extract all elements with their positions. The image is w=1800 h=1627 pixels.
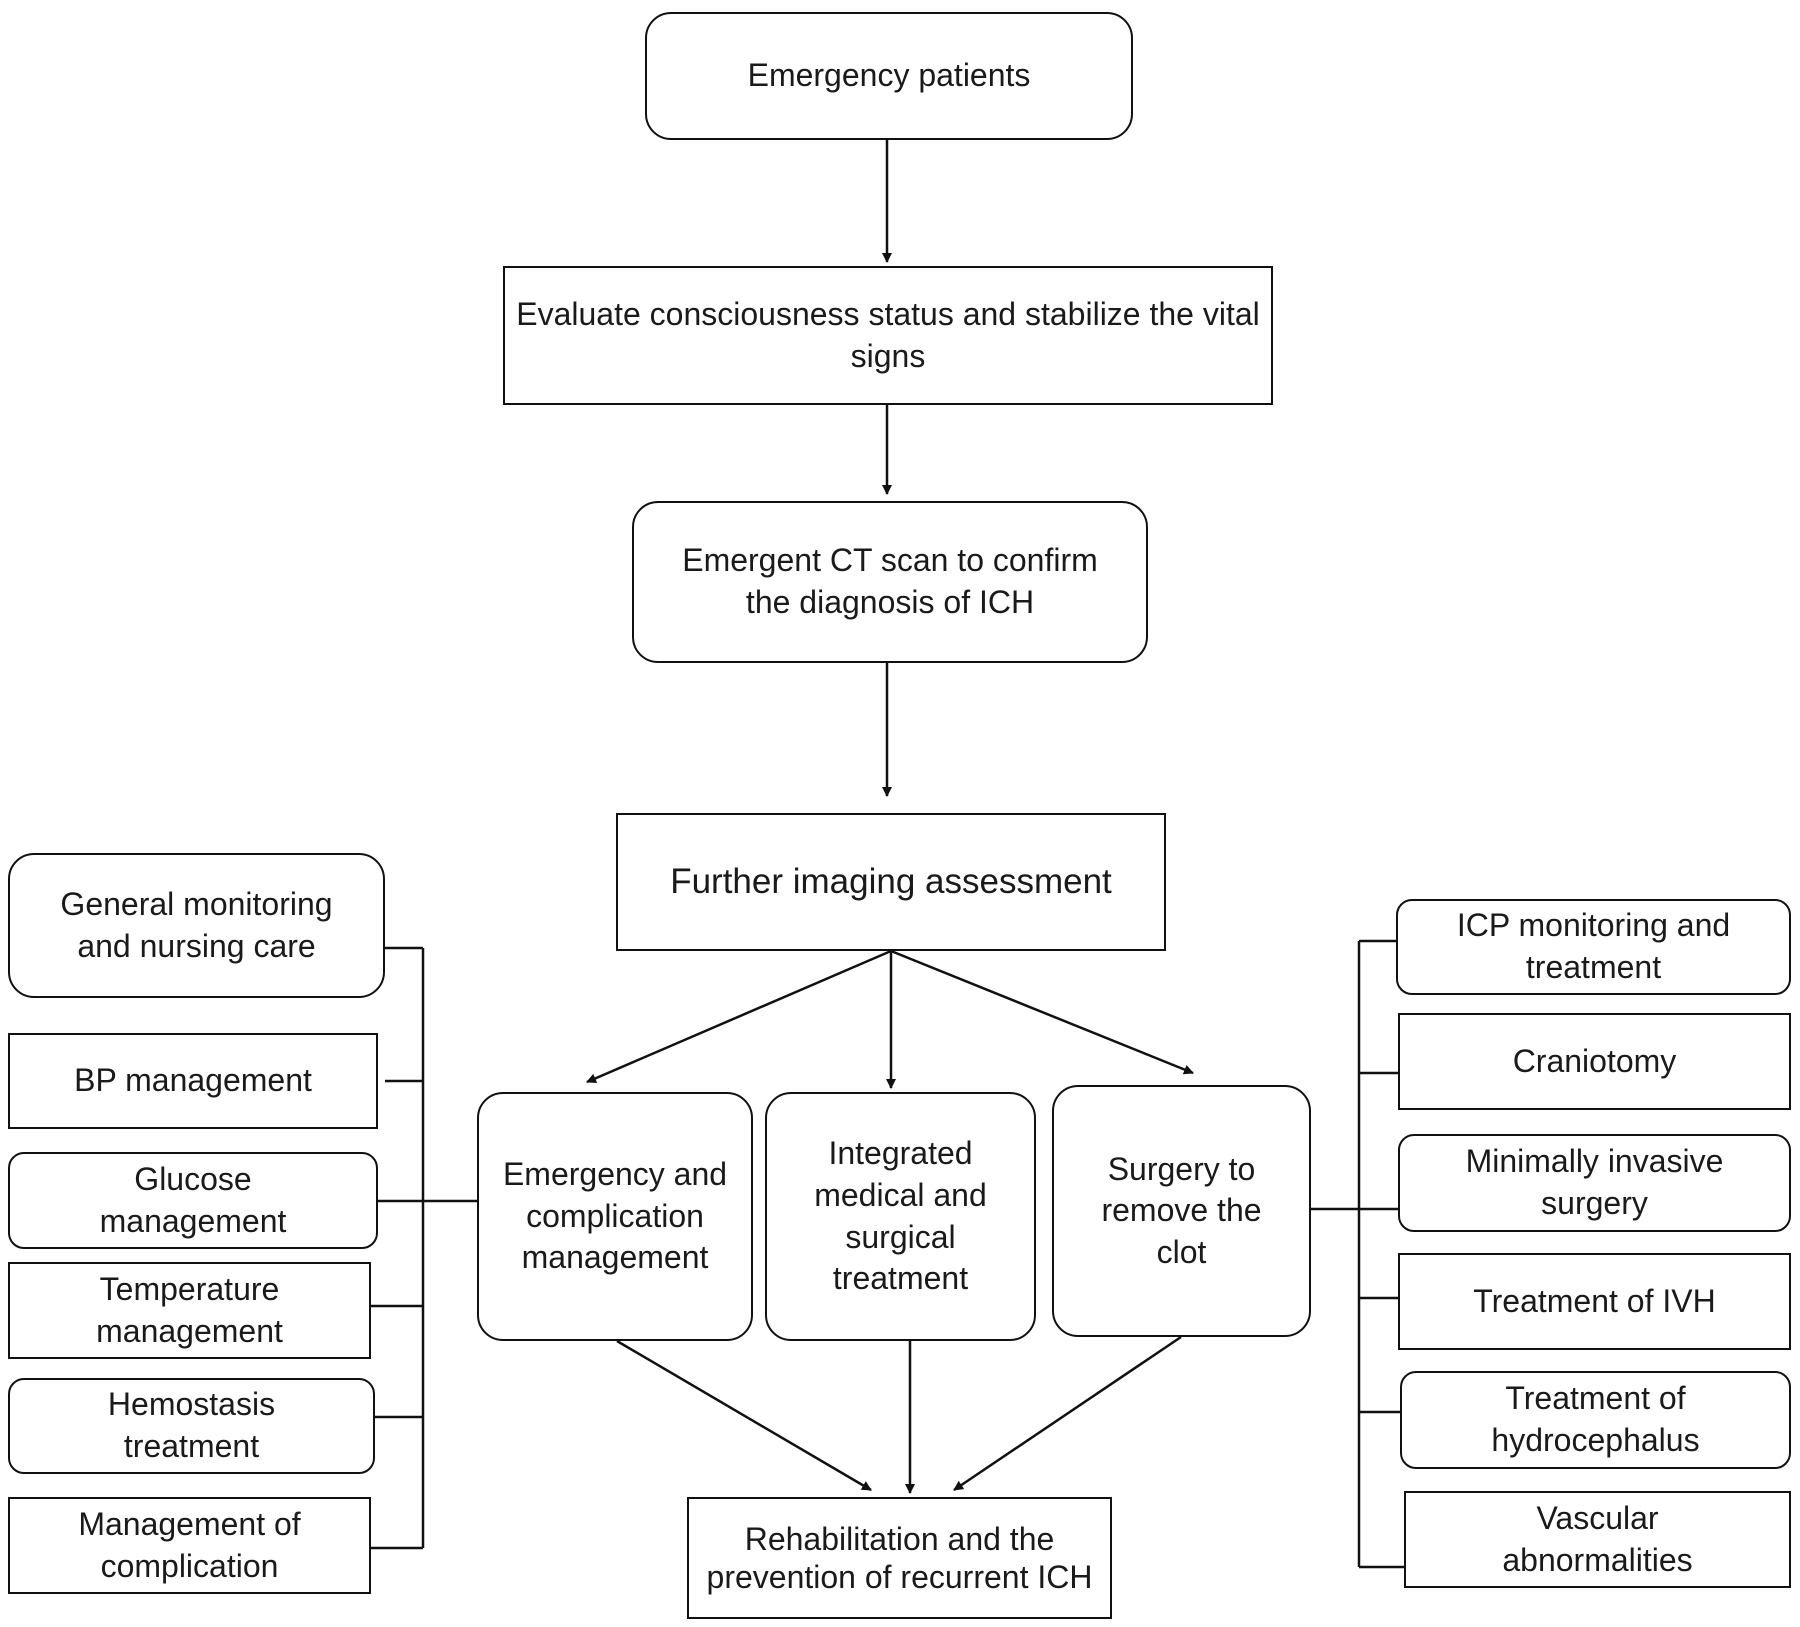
node-integrated-treatment: Integrated medical and surgical treatmen… (765, 1092, 1036, 1341)
right-item-minimally-invasive: Minimally invasive surgery (1398, 1134, 1791, 1232)
left-item-bp-management-label: BP management (74, 1062, 312, 1099)
node-emergency-patients-label: Emergency patients (747, 57, 1031, 94)
right-item-vascular-abnormalities: Vascular abnormalities (1404, 1491, 1791, 1588)
node-ct-scan: Emergent CT scan to confirm the diagnosi… (632, 501, 1148, 663)
node-emergency-complication-label: Emergency and complication management (502, 1156, 728, 1276)
right-item-treatment-hydrocephalus: Treatment of hydrocephalus (1400, 1371, 1791, 1469)
right-item-vascular-abnormalities-label: Vascular abnormalities (1502, 1499, 1693, 1578)
arrow-emergency-to-rehab (616, 1339, 872, 1492)
arrow-imaging-to-surgery (890, 949, 1194, 1075)
left-item-hemostasis-treatment: Hemostasis treatment (8, 1378, 375, 1474)
left-item-general-monitoring-label: General monitoring and nursing care (60, 885, 333, 964)
right-item-craniotomy-label: Craniotomy (1512, 1042, 1677, 1079)
left-item-general-monitoring: General monitoring and nursing care (8, 853, 385, 998)
left-item-glucose-management: Glucose management (8, 1152, 378, 1249)
node-integrated-treatment-label: Integrated medical and surgical treatmen… (814, 1135, 987, 1297)
node-evaluate-consciousness-label: Evaluate consciousness status and stabil… (516, 295, 1260, 374)
node-further-imaging-label: Further imaging assessment (670, 862, 1112, 902)
node-rehabilitation: Rehabilitation and the prevention of rec… (687, 1497, 1112, 1619)
right-item-treatment-ivh: Treatment of IVH (1398, 1253, 1791, 1350)
node-emergency-complication: Emergency and complication management (477, 1092, 753, 1341)
arrow-imaging-to-emergency (586, 949, 892, 1084)
left-item-temperature-management-label: Temperature management (96, 1270, 283, 1349)
right-item-icp-monitoring: ICP monitoring and treatment (1396, 899, 1791, 995)
node-further-imaging: Further imaging assessment (616, 813, 1166, 951)
node-surgery-clot: Surgery to remove the clot (1052, 1085, 1311, 1337)
left-item-bp-management: BP management (8, 1033, 378, 1129)
right-item-treatment-ivh-label: Treatment of IVH (1473, 1282, 1716, 1319)
right-item-icp-monitoring-label: ICP monitoring and treatment (1456, 907, 1731, 985)
node-surgery-clot-label: Surgery to remove the clot (1101, 1150, 1262, 1270)
right-item-craniotomy: Craniotomy (1398, 1013, 1791, 1110)
left-item-management-complication-label: Management of complication (78, 1505, 301, 1584)
left-item-hemostasis-treatment-label: Hemostasis treatment (107, 1386, 276, 1464)
left-item-management-complication: Management of complication (8, 1497, 371, 1594)
left-item-temperature-management: Temperature management (8, 1262, 371, 1359)
node-rehabilitation-label: Rehabilitation and the prevention of rec… (706, 1520, 1093, 1595)
node-evaluate-consciousness: Evaluate consciousness status and stabil… (503, 266, 1273, 405)
node-emergency-patients: Emergency patients (645, 12, 1133, 140)
right-item-treatment-hydrocephalus-label: Treatment of hydrocephalus (1491, 1380, 1700, 1458)
right-item-minimally-invasive-label: Minimally invasive surgery (1465, 1143, 1724, 1221)
node-ct-scan-label: Emergent CT scan to confirm the diagnosi… (682, 542, 1098, 620)
arrow-surgery-to-rehab (953, 1335, 1182, 1492)
left-item-glucose-management-label: Glucose management (99, 1160, 287, 1239)
